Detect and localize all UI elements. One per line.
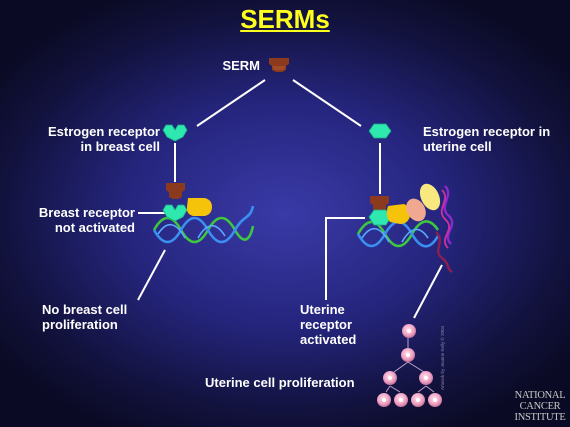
cell-icon <box>419 371 433 385</box>
receptor-icon <box>162 124 188 142</box>
logo-line: INSTITUTE <box>514 412 566 423</box>
cell-icon <box>411 393 425 407</box>
line-to-proliferation <box>413 264 443 319</box>
logo-line: NATIONAL <box>514 390 566 401</box>
artwork-credit: Artwork by Jeanne Kelly © 2004 <box>440 325 445 390</box>
cell-icon <box>402 324 416 338</box>
label-er-uterine: Estrogen receptor in uterine cell <box>423 124 551 154</box>
serm-molecule-icon <box>166 183 185 199</box>
line-serm-to-uterine <box>292 79 362 127</box>
label-uterine-proliferation: Uterine cell proliferation <box>205 375 355 390</box>
rna-strand-icon <box>435 185 454 273</box>
label-no-breast-proliferation: No breast cell proliferation <box>42 302 128 332</box>
connector-lines <box>137 79 443 319</box>
dna-helix-icon <box>356 220 440 248</box>
logo-line: CANCER <box>519 401 561 412</box>
coactivator-icon <box>419 183 441 211</box>
coactivator-icon <box>386 204 411 224</box>
serm-molecule-icon <box>370 196 389 212</box>
label-uterine-activated: Uterine receptor activated <box>300 302 357 347</box>
cell-icon <box>394 393 408 407</box>
coactivator-icon <box>186 198 212 216</box>
receptor-icon <box>368 209 392 226</box>
line-uterine-activated <box>325 217 365 300</box>
nci-logo: NATIONAL CANCER INSTITUTE <box>511 390 569 423</box>
cell-proliferation-tree <box>377 324 442 407</box>
cell-icon <box>401 348 415 362</box>
line-no-proliferation <box>137 249 166 301</box>
receptor-icon <box>368 123 392 139</box>
slide-title: SERMs <box>240 4 330 34</box>
serm-molecule-icon <box>269 58 289 72</box>
cell-icon <box>383 371 397 385</box>
coactivator-icon <box>406 198 426 222</box>
label-serm: SERM <box>222 58 260 73</box>
cell-icon <box>428 393 442 407</box>
cell-icon <box>377 393 391 407</box>
label-breast-not-activated: Breast receptor not activated <box>38 205 135 235</box>
label-er-breast: Estrogen receptor in breast cell <box>48 124 160 154</box>
line-serm-to-breast <box>196 79 266 127</box>
